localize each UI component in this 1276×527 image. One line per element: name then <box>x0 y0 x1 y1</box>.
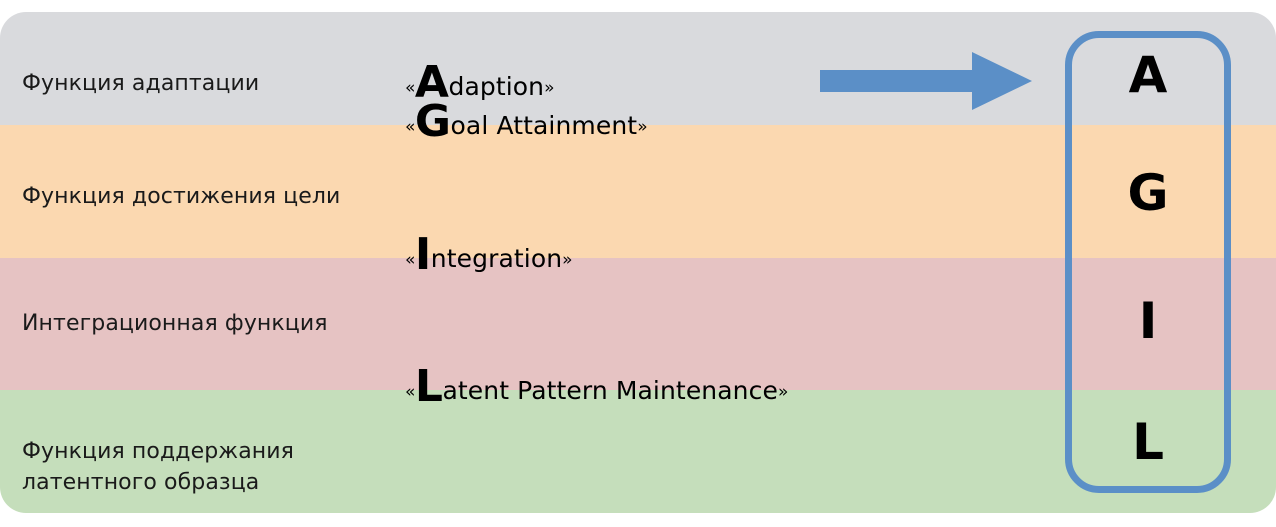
row-label-ru-integration: Интеграционная функция <box>22 311 328 336</box>
guillemet-open-icon: « <box>405 117 415 137</box>
term-remainder: atent Pattern Maintenance <box>442 376 778 405</box>
row-term-integration: «Integration» <box>405 233 573 378</box>
agil-letter-i: I <box>1138 292 1158 350</box>
row-label-ru-adaption: Функция адаптации <box>22 71 260 96</box>
guillemet-close-icon: » <box>637 117 648 137</box>
term-remainder: ntegration <box>430 244 563 273</box>
term-initial-letter: G <box>414 96 451 147</box>
guillemet-open-icon: « <box>405 250 415 270</box>
function-band-stack: Функция адаптации «Adaption» Функция дос… <box>0 12 1276 513</box>
term-remainder: oal Attainment <box>450 111 638 140</box>
guillemet-open-icon: « <box>405 78 415 98</box>
guillemet-close-icon: » <box>544 78 555 98</box>
term-initial-letter: A <box>414 57 449 108</box>
function-row-adaption: Функция адаптации «Adaption» <box>0 12 1276 125</box>
row-term-goal-attainment: «Goal Attainment» <box>405 100 648 246</box>
row-term-latent-pattern-maintenance: «Latent Pattern Maintenance» <box>405 365 788 501</box>
term-initial-letter: I <box>414 229 431 280</box>
function-row-latent-pattern-maintenance: Функция поддержания латентного образца <box>0 390 1276 513</box>
guillemet-close-icon: » <box>777 382 788 402</box>
guillemet-open-icon: « <box>405 382 415 402</box>
function-row-integration: Интеграционная функция <box>0 258 1276 390</box>
row-label-ru-latent-pattern-maintenance: Функция поддержания латентного образца <box>22 439 295 495</box>
term-initial-letter: L <box>414 361 443 412</box>
right-arrow-icon <box>820 52 1032 110</box>
agil-letter-l: L <box>1132 413 1164 471</box>
row-term-adaption: «Adaption» <box>405 61 555 105</box>
row-label-ru-goal-attainment: Функция достижения цели <box>22 184 341 209</box>
agil-letter-a: A <box>1128 46 1168 104</box>
agil-letter-g: G <box>1127 164 1169 222</box>
guillemet-close-icon: » <box>562 250 573 270</box>
term-remainder: daption <box>448 72 545 101</box>
